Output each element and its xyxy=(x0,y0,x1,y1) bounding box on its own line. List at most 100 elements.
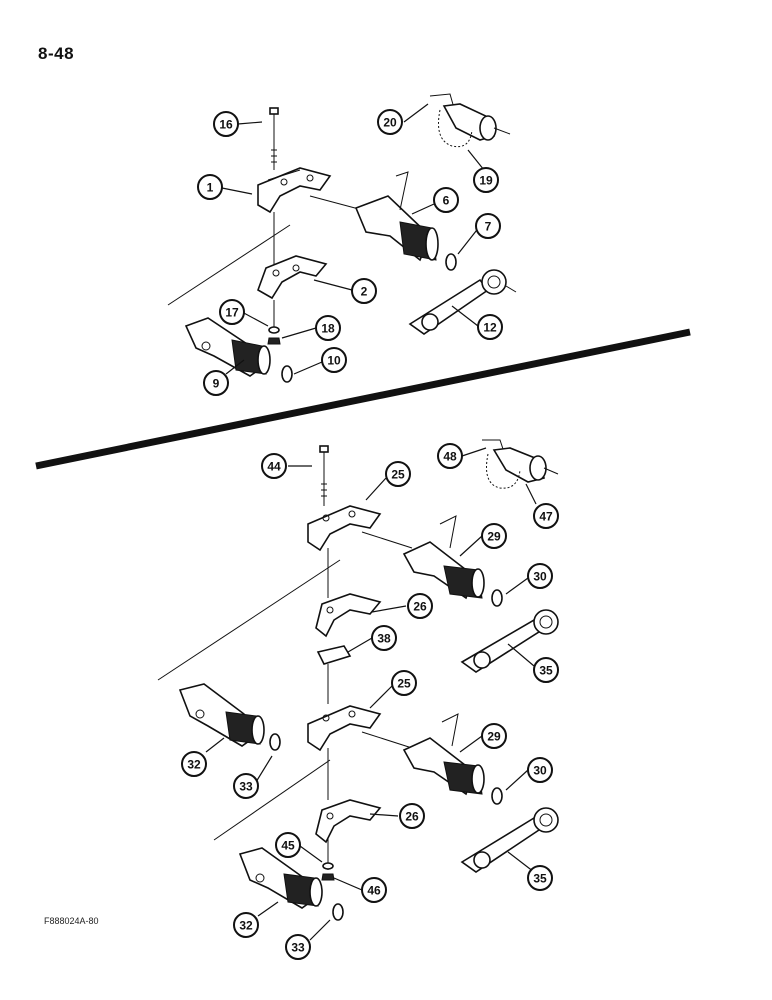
o-ring-lower-middle xyxy=(491,787,503,805)
page-number: 8-48 xyxy=(38,44,75,63)
callout-text: 17 xyxy=(225,306,239,320)
callout-45: 45 xyxy=(275,832,301,858)
callout-text: 32 xyxy=(239,919,253,933)
dust-cap-lower xyxy=(482,439,559,489)
callout-text: 2 xyxy=(361,285,368,299)
callout-text: 48 xyxy=(443,450,457,464)
callout-text: 32 xyxy=(187,758,201,772)
lower-assembly xyxy=(157,439,559,941)
spacer xyxy=(316,645,352,665)
callout-33: 33 xyxy=(285,934,311,960)
bolt xyxy=(269,107,279,170)
callout-10: 10 xyxy=(321,347,347,373)
callout-text: 26 xyxy=(413,600,427,614)
callout-32: 32 xyxy=(181,751,207,777)
wrench-lower-bottom xyxy=(460,807,559,873)
callout-26: 26 xyxy=(407,593,433,619)
callout-text: 19 xyxy=(479,174,493,188)
callout-text: 33 xyxy=(291,941,305,955)
callout-text: 35 xyxy=(539,664,553,678)
callout-text: 20 xyxy=(383,116,397,130)
o-ring-bottom-left xyxy=(332,903,344,921)
callout-25: 25 xyxy=(391,670,417,696)
washer-lower xyxy=(322,862,334,870)
coupler-lower-top xyxy=(402,515,485,600)
callout-text: 25 xyxy=(397,677,411,691)
coupler-bottom-left xyxy=(238,847,323,909)
callout-16: 16 xyxy=(213,111,239,137)
callout-text: 9 xyxy=(213,377,220,391)
o-ring-lower-left xyxy=(281,365,293,383)
callout-text: 16 xyxy=(219,118,233,132)
clamp-lower-top xyxy=(307,505,382,552)
callout-19: 19 xyxy=(473,167,499,193)
callout-text: 29 xyxy=(487,730,501,744)
clamp-half-bottom xyxy=(315,799,382,844)
nut-upper xyxy=(267,337,281,345)
coupler-middle-left xyxy=(178,683,265,747)
wrench-lower-top xyxy=(460,609,559,673)
callout-30: 30 xyxy=(527,757,553,783)
callout-38: 38 xyxy=(371,625,397,651)
callout-text: 29 xyxy=(487,530,501,544)
nut-lower xyxy=(321,873,335,881)
callout-6: 6 xyxy=(433,187,459,213)
o-ring-middle-left xyxy=(269,733,281,751)
callout-1: 1 xyxy=(197,174,223,200)
callout-text: 25 xyxy=(391,468,405,482)
coupler-lower-left xyxy=(184,317,271,377)
callout-text: 30 xyxy=(533,570,547,584)
callout-26: 26 xyxy=(399,803,425,829)
callout-text: 46 xyxy=(367,884,381,898)
callout-text: 7 xyxy=(485,220,492,234)
callout-30: 30 xyxy=(527,563,553,589)
callout-9: 9 xyxy=(203,370,229,396)
callout-text: 18 xyxy=(321,322,335,336)
washer-upper xyxy=(268,326,280,334)
callout-44: 44 xyxy=(261,453,287,479)
callout-20: 20 xyxy=(377,109,403,135)
callout-25: 25 xyxy=(385,461,411,487)
callout-12: 12 xyxy=(477,314,503,340)
callout-7: 7 xyxy=(475,213,501,239)
upper-assembly xyxy=(167,93,517,383)
callout-text: 38 xyxy=(377,632,391,646)
callout-text: 1 xyxy=(207,181,214,195)
callout-2: 2 xyxy=(351,278,377,304)
figure-code: F888024A-80 xyxy=(44,916,99,926)
callout-text: 45 xyxy=(281,839,295,853)
clamp-upper xyxy=(257,167,332,214)
clamp-lower xyxy=(257,255,328,300)
bolt-lower xyxy=(319,445,329,506)
clamp-half-top xyxy=(315,593,382,638)
coupler-upper xyxy=(354,171,439,262)
callout-text: 33 xyxy=(239,780,253,794)
callout-18: 18 xyxy=(315,315,341,341)
wrench-upper xyxy=(408,269,517,335)
callout-48: 48 xyxy=(437,443,463,469)
dust-cap-upper xyxy=(429,93,511,148)
callout-text: 44 xyxy=(267,460,281,474)
callout-text: 12 xyxy=(483,321,497,335)
callout-text: 30 xyxy=(533,764,547,778)
callout-29: 29 xyxy=(481,523,507,549)
callout-17: 17 xyxy=(219,299,245,325)
callout-text: 6 xyxy=(443,194,450,208)
clamp-lower-middle xyxy=(307,705,382,752)
callout-text: 10 xyxy=(327,354,341,368)
o-ring-lower-top xyxy=(491,589,503,607)
coupler-lower-middle xyxy=(402,713,485,796)
callout-35: 35 xyxy=(533,657,559,683)
callout-32: 32 xyxy=(233,912,259,938)
callout-47: 47 xyxy=(533,503,559,529)
callout-29: 29 xyxy=(481,723,507,749)
callout-35: 35 xyxy=(527,865,553,891)
section-divider xyxy=(35,328,691,470)
callout-text: 47 xyxy=(539,510,553,524)
callout-33: 33 xyxy=(233,773,259,799)
callout-text: 35 xyxy=(533,872,547,886)
callout-text: 26 xyxy=(405,810,419,824)
callout-46: 46 xyxy=(361,877,387,903)
